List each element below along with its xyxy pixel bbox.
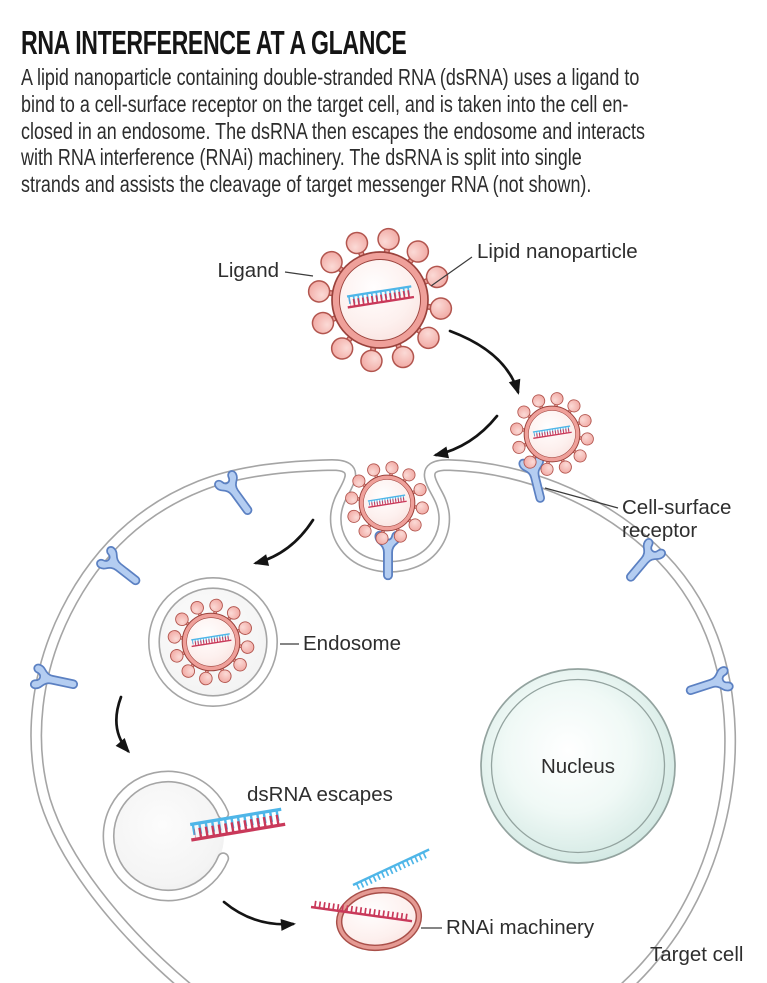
nucleus-graphic xyxy=(480,668,676,864)
intro-line: A lipid nanoparticle containing double-s… xyxy=(21,64,640,90)
escape-vesicle-graphic xyxy=(102,770,286,902)
process-arrows-inner xyxy=(115,518,315,931)
dsrna-escapes-label: dsRNA escapes xyxy=(247,783,393,806)
cell-surface-receptor-label-line2: receptor xyxy=(622,519,697,542)
endosome-graphic xyxy=(148,577,278,707)
leader-lines xyxy=(280,256,619,929)
arrow-to-receptor xyxy=(448,329,521,395)
single-strand-blue xyxy=(353,850,431,889)
intro-line: strands and assists the cleavage of targ… xyxy=(21,171,592,198)
nucleus-inner-ring xyxy=(490,678,666,854)
rnai-machinery-label: RNAi machinery xyxy=(446,916,595,939)
intro-line: closed in an endosome. The dsRNA then es… xyxy=(21,117,645,144)
arrow-to-vesicle xyxy=(115,695,130,754)
intro-line: with RNA interference (RNAi) machinery. … xyxy=(21,144,582,171)
intro-line: bind to a cell-surface receptor on the t… xyxy=(21,90,629,117)
arrow-to-pit xyxy=(433,414,499,459)
endosome-label: Endosome xyxy=(303,632,401,655)
process-arrows-outer xyxy=(433,329,521,459)
nucleus-outer xyxy=(480,668,676,864)
page-title: RNA INTERFERENCE AT A GLANCE xyxy=(21,24,407,61)
target-cell-label: Target cell xyxy=(650,943,743,966)
lipid-nanoparticle-large xyxy=(307,227,453,373)
nanoparticle-in-pit xyxy=(345,461,429,545)
rnai-ellipse xyxy=(335,886,423,952)
nucleus-label: Nucleus xyxy=(541,755,615,778)
receptor-leader xyxy=(544,487,619,509)
arrow-to-endosome xyxy=(253,518,315,566)
lipid-nanoparticle-leader xyxy=(430,256,473,287)
diagram-labels: Ligand Lipid nanoparticle Cell-surface r… xyxy=(217,240,743,966)
rnai-diagram: Ligand Lipid nanoparticle Cell-surface r… xyxy=(29,200,743,983)
arrow-to-rnai xyxy=(222,900,296,931)
ligand-label: Ligand xyxy=(217,259,279,282)
intro-paragraph: A lipid nanoparticle containing double-s… xyxy=(21,64,762,198)
target-cell xyxy=(36,465,731,983)
rnai-machinery-graphic xyxy=(311,850,431,952)
ligand-leader xyxy=(284,271,314,277)
lipid-nanoparticle-label: Lipid nanoparticle xyxy=(477,240,638,263)
cell-surface-receptor-label-line1: Cell-surface xyxy=(622,496,731,519)
